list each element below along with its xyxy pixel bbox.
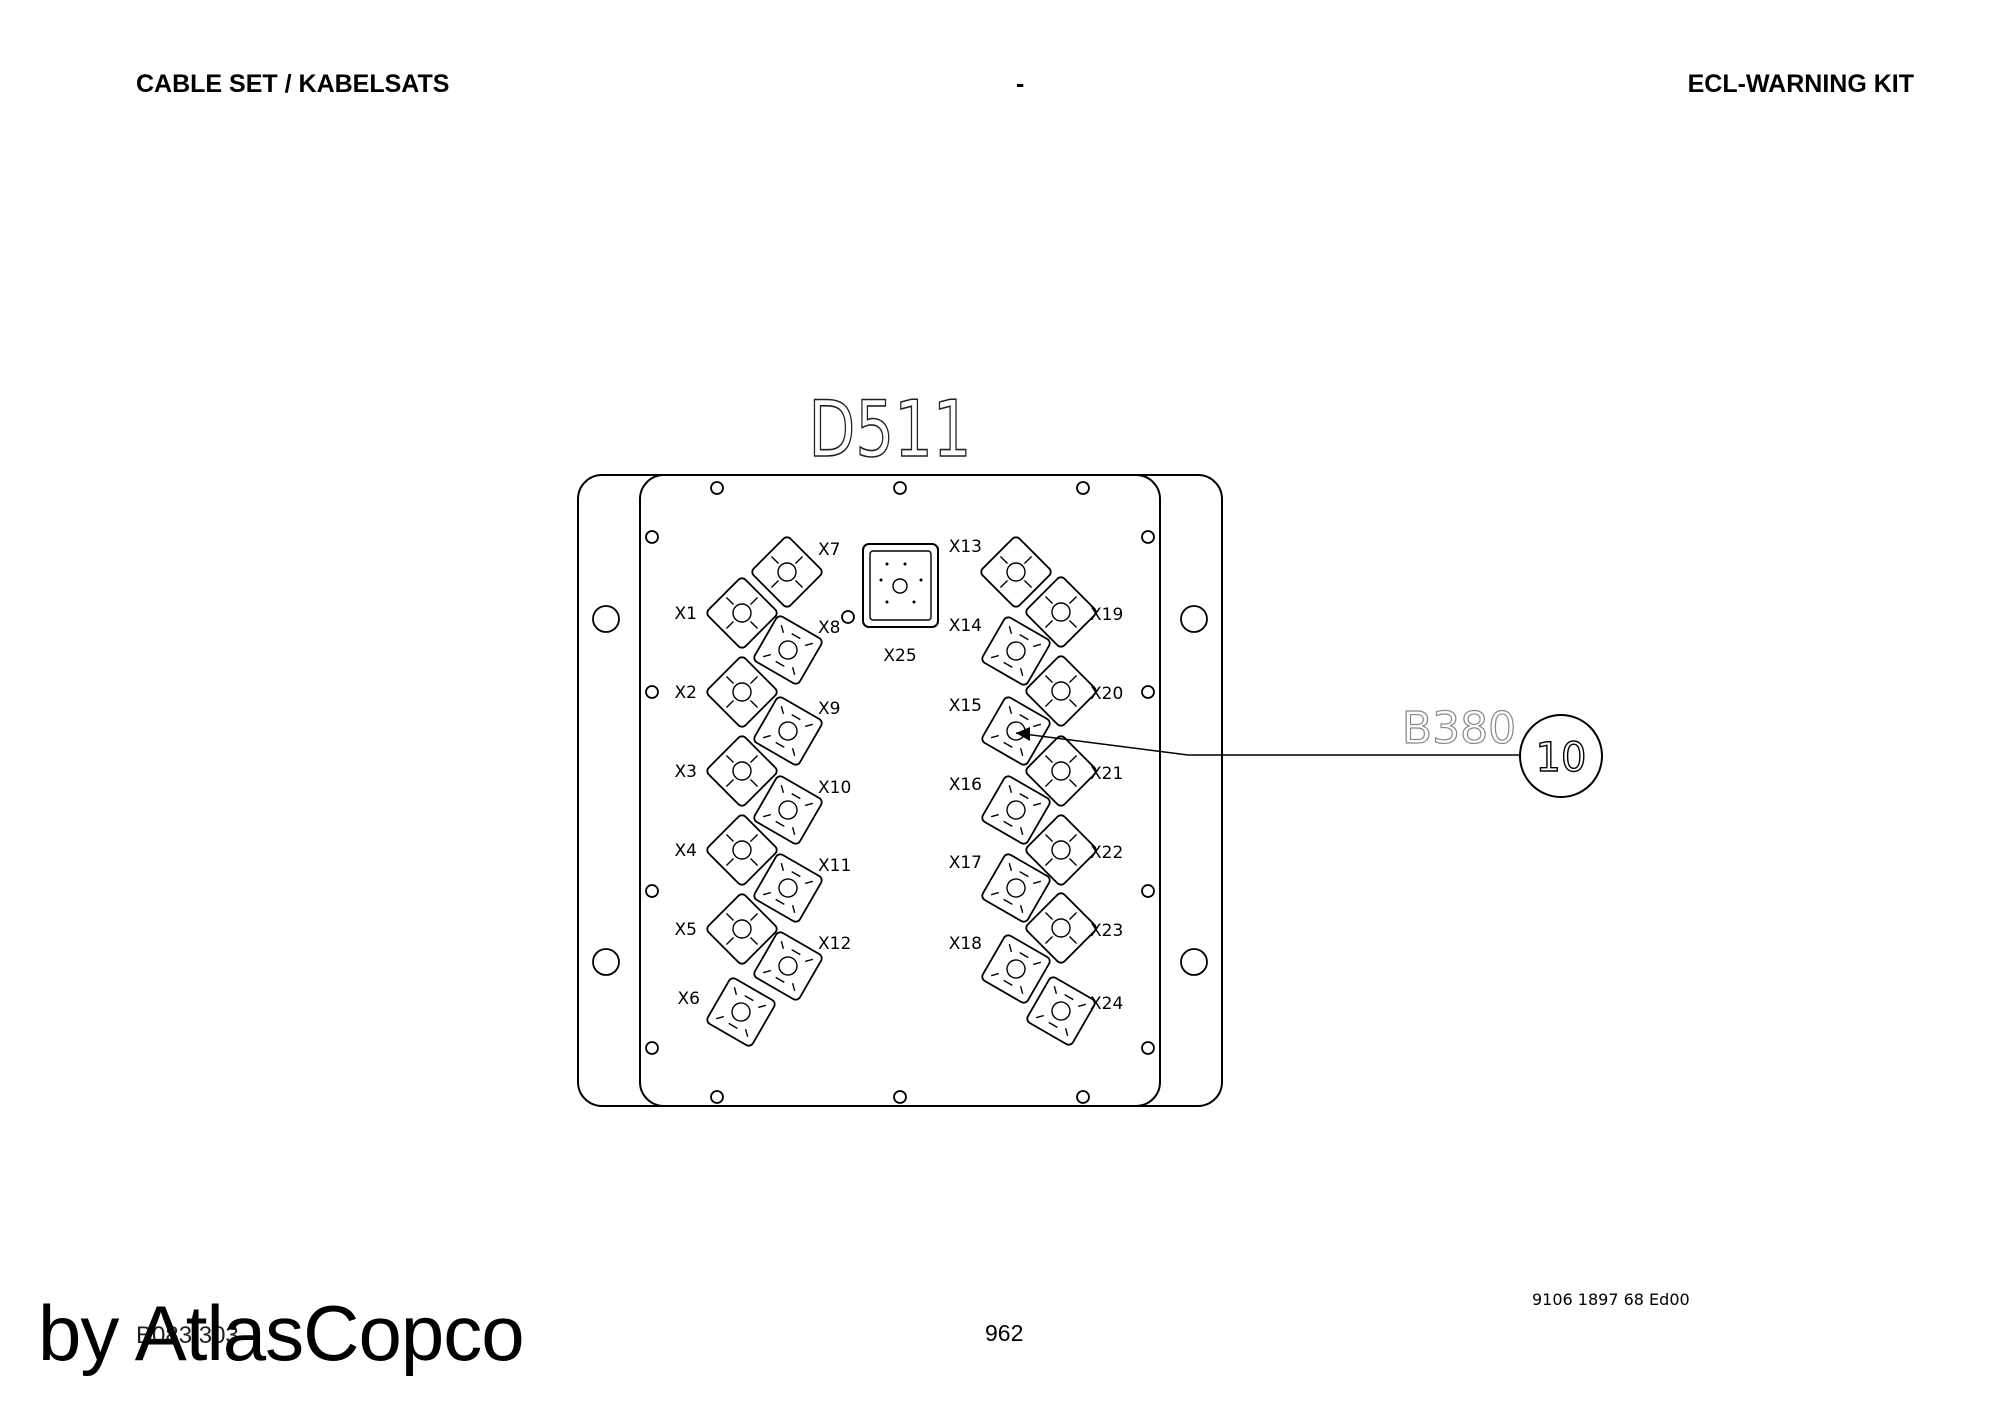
mounting-hole <box>1076 1090 1090 1104</box>
connector-x23: X23 <box>1025 892 1123 964</box>
callout-label: B380 <box>1402 703 1516 754</box>
mounting-hole <box>1076 481 1090 495</box>
connector-label: X6 <box>678 989 700 1009</box>
connector-x21: X21 <box>1025 735 1123 807</box>
connector-x14: X14 <box>949 616 1051 686</box>
connector-label: X11 <box>818 856 851 876</box>
connector-label: X7 <box>818 540 840 560</box>
mounting-hole <box>645 884 659 898</box>
connector-x1: X1 <box>675 577 778 649</box>
mounting-hole <box>645 1041 659 1055</box>
connector-x2: X2 <box>675 656 778 728</box>
enclosure <box>577 474 1223 1107</box>
connector-x20: X20 <box>1025 655 1123 727</box>
connector-label: X10 <box>818 778 851 798</box>
connector-x16: X16 <box>949 775 1051 845</box>
connector-label: X2 <box>675 683 697 703</box>
mounting-hole <box>645 685 659 699</box>
mounting-holes <box>592 481 1208 1104</box>
document-number: 9106 1897 68 Ed00 <box>1532 1290 1690 1309</box>
callout-number: 10 <box>1536 735 1587 781</box>
mounting-hole <box>710 1090 724 1104</box>
header-center-dash: - <box>1016 70 1025 98</box>
mounting-hole <box>1180 948 1208 976</box>
connector-x17: X17 <box>949 853 1051 923</box>
connector-label: X20 <box>1090 684 1123 704</box>
connector-label: X23 <box>1090 921 1123 941</box>
connector-x10: X10 <box>753 775 851 845</box>
connector-label: X8 <box>818 618 840 638</box>
connector-x12: X12 <box>753 931 851 1001</box>
connector-label: X18 <box>949 934 982 954</box>
connector-x5: X5 <box>675 893 778 965</box>
connector-label: X22 <box>1090 843 1123 863</box>
connector-x18: X18 <box>949 934 1051 1004</box>
connector-x4: X4 <box>675 814 778 886</box>
connector-label: X14 <box>949 616 982 636</box>
mounting-hole <box>1141 884 1155 898</box>
connector-label: X13 <box>949 537 982 557</box>
page-number: 962 <box>985 1320 1024 1346</box>
connector-x11: X11 <box>753 853 851 923</box>
connector-x15: X15 <box>949 696 1051 766</box>
connector-x22: X22 <box>1025 814 1123 886</box>
connector-label: X1 <box>675 604 697 624</box>
mounting-hole <box>592 605 620 633</box>
mounting-hole <box>645 530 659 544</box>
connector-label: X16 <box>949 775 982 795</box>
connector-label: X9 <box>818 699 840 719</box>
connector-x13: X13 <box>949 536 1052 608</box>
connector-label: X12 <box>818 934 851 954</box>
header-right-title: ECL-WARNING KIT <box>1687 70 1914 98</box>
connector-label: X4 <box>675 841 697 861</box>
connector-label: X24 <box>1090 994 1123 1014</box>
connector-x25 <box>862 543 939 628</box>
connector-array: X1X2X3X4X5X7X8X9X10X11X12X6X13X14X15X16X… <box>675 536 1123 1047</box>
mounting-hole <box>893 1090 907 1104</box>
mounting-hole <box>1141 530 1155 544</box>
connector-x7: X7 <box>751 536 840 608</box>
connector-x9: X9 <box>753 696 840 766</box>
connector-x6: X6 <box>678 977 776 1047</box>
watermark-text: by AtlasCopco <box>38 1289 525 1377</box>
mounting-hole <box>710 481 724 495</box>
mounting-hole <box>592 948 620 976</box>
header-left-title: CABLE SET / KABELSATS <box>136 70 450 98</box>
mounting-hole <box>1141 1041 1155 1055</box>
connector-label-x25: X25 <box>883 646 916 666</box>
reference-code: B083 303 <box>136 1322 239 1349</box>
connector-label: X21 <box>1090 764 1123 784</box>
connector-label: X15 <box>949 696 982 716</box>
mounting-hole <box>1180 605 1208 633</box>
connector-x19: X19 <box>1025 576 1123 648</box>
diagram-title: D511 <box>809 385 972 475</box>
connector-label: X5 <box>675 920 697 940</box>
callout <box>1015 714 1603 798</box>
connector-x3: X3 <box>675 735 778 807</box>
mounting-hole <box>1141 685 1155 699</box>
mounting-hole <box>893 481 907 495</box>
connector-x8: X8 <box>753 615 840 685</box>
connector-label: X17 <box>949 853 982 873</box>
connector-x24: X24 <box>1026 976 1123 1046</box>
connector-label: X3 <box>675 762 697 782</box>
connector-label: X19 <box>1090 605 1123 625</box>
mounting-hole <box>841 610 855 624</box>
